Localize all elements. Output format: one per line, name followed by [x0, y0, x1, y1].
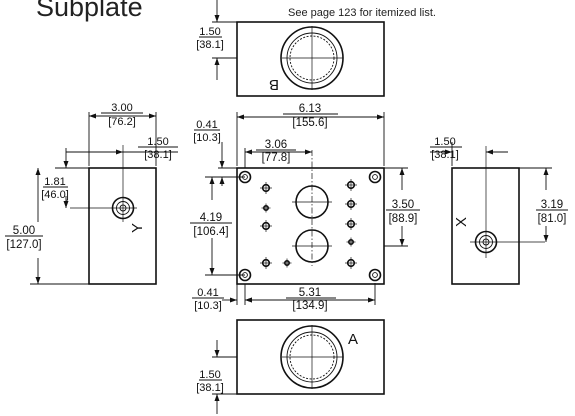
right-port-y-mm: [81.0]: [538, 213, 567, 225]
mounting-hole: [368, 170, 382, 184]
port-x-label: X: [453, 217, 470, 227]
right-port-x-mm: [38.1]: [431, 149, 459, 161]
page-title: Subplate: [36, 0, 143, 22]
center-top-offset-mm: [10.3]: [193, 132, 221, 144]
center-width-in: 6.13: [299, 103, 321, 115]
right-view: X 1.50 [38.1] 3.19 [81.0]: [430, 136, 568, 285]
center-bottom-offset-mm: [10.3]: [194, 300, 222, 312]
center-port-spacing-in: 3.50: [392, 199, 414, 211]
center-bottom-offset-in: 0.41: [197, 287, 218, 299]
top-view: B 1.50 [38.1]: [196, 0, 385, 97]
center-hole-span-in: 5.31: [299, 287, 321, 299]
left-port-y-in: 1.81: [44, 176, 65, 188]
center-top-offset-in: 0.41: [196, 119, 217, 131]
center-hole-span-mm: [134.9]: [292, 300, 327, 312]
center-port-spacing-mm: [88.9]: [389, 213, 418, 225]
left-port-x-mm: [38.1]: [144, 149, 172, 161]
port-b-label: B: [269, 76, 279, 93]
left-port-y-mm: [46.0]: [41, 189, 69, 201]
right-port-x-in: 1.50: [434, 136, 455, 148]
left-height-in: 5.00: [13, 225, 35, 237]
center-width-mm: [155.6]: [292, 117, 327, 129]
port-y-label: Y: [129, 223, 146, 233]
top-offset-mm: [38.1]: [196, 39, 224, 51]
bottom-offset-in: 1.50: [199, 369, 220, 381]
center-height-in: 4.19: [200, 212, 222, 224]
left-width-mm: [76.2]: [108, 116, 136, 128]
bottom-view: A 1.50 [38.1]: [196, 319, 385, 414]
center-view: 6.13 [155.6] 0.41 [10.3] 3.06 [77.8] 4.1…: [190, 103, 420, 312]
left-port-x-in: 1.50: [147, 136, 168, 148]
center-offset-in: 3.06: [265, 139, 287, 151]
mounting-hole: [368, 268, 382, 282]
port-a-label: A: [348, 331, 358, 348]
left-view: Y 3.00 [76.2] 1.50 [38.1] 1.81 [46.0] 5.…: [5, 102, 178, 285]
itemized-list-note: See page 123 for itemized list.: [288, 7, 436, 19]
right-port-y-in: 3.19: [541, 199, 563, 211]
center-offset-mm: [77.8]: [262, 152, 291, 164]
left-width-in: 3.00: [111, 102, 132, 114]
bottom-offset-mm: [38.1]: [196, 382, 224, 394]
top-offset-in: 1.50: [199, 26, 220, 38]
left-height-mm: [127.0]: [6, 239, 41, 251]
center-height-mm: [106.4]: [193, 226, 228, 238]
